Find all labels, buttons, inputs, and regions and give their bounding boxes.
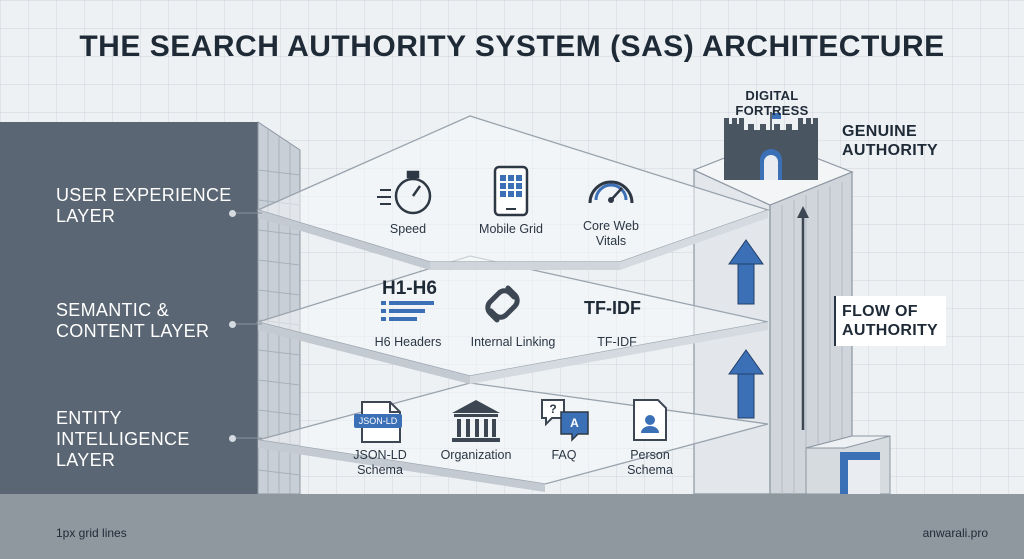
semantic-item-internal-linking-label: Internal Linking — [470, 335, 556, 349]
layer-label-user-experience: USER EXPERIENCE LAYER — [56, 185, 232, 226]
building-icon — [452, 400, 500, 442]
entity-item-person-schema-label: Person Schema — [627, 448, 673, 477]
headers-heading: H1-H6 — [382, 278, 437, 299]
faq-bubbles-icon — [541, 399, 589, 442]
link-icon — [485, 285, 520, 323]
connector-dot — [229, 321, 236, 328]
layer-label-entity-intelligence: ENTITY INTELLIGENCE LAYER — [56, 408, 190, 470]
layer-label-semantic-content: SEMANTIC & CONTENT LAYER — [56, 300, 210, 341]
arrow-up-icon — [728, 349, 764, 419]
layer-labels-panel — [0, 122, 258, 494]
ux-item-mobile-grid-label: Mobile Grid — [479, 222, 543, 236]
ground-strip — [0, 494, 1024, 559]
genuine-authority-label: GENUINE AUTHORITY — [842, 123, 939, 159]
page-title: THE SEARCH AUTHORITY SYSTEM (SAS) ARCHIT… — [79, 30, 945, 63]
castle-icon — [724, 112, 818, 180]
json-file-icon — [354, 401, 402, 443]
headers-icon — [381, 301, 434, 321]
connector-dot — [229, 435, 236, 442]
semantic-item-tf-idf-label: TF-IDF — [597, 335, 637, 349]
tf-idf-heading: TF-IDF — [584, 298, 641, 318]
json-ld-badge: JSON-LD — [358, 416, 398, 426]
flow-arrows — [728, 239, 764, 419]
flow-of-authority-label: FLOW OF AUTHORITY — [842, 303, 939, 339]
ux-item-speed-label: Speed — [389, 222, 427, 236]
flow-of-authority-box — [834, 296, 946, 346]
footer-site-credit: anwarali.pro — [922, 526, 988, 540]
stopwatch-icon — [377, 170, 432, 215]
entity-item-organization-label: Organization — [440, 448, 512, 462]
ux-item-core-web-vitals-label: Core Web Vitals — [582, 219, 640, 248]
person-card-icon — [633, 399, 667, 441]
entity-item-json-ld-label: JSON-LD Schema — [353, 448, 407, 477]
semantic-item-h6-headers-label: H6 Headers — [374, 335, 442, 349]
footer-grid-note: 1px grid lines — [56, 526, 127, 540]
connector-lines — [236, 212, 262, 439]
connector-dot — [229, 210, 236, 217]
digital-fortress-label: DIGITAL FORTRESS — [735, 88, 809, 118]
mobile-grid-icon — [493, 165, 529, 217]
faq-answer-letter: A — [570, 416, 579, 430]
semantic-layer-plate — [255, 255, 769, 384]
entity-item-faq-label: FAQ — [551, 448, 577, 462]
arrow-up-icon — [728, 239, 764, 305]
gauge-icon — [588, 180, 634, 204]
faq-question-mark: ? — [549, 402, 557, 416]
